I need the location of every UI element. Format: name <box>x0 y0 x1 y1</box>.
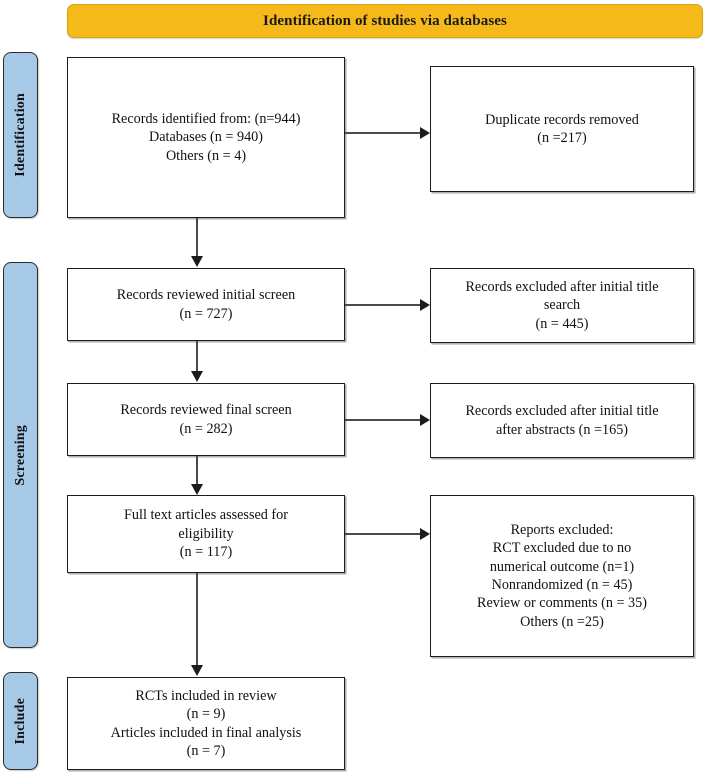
stage-label-screening-text: Screening <box>12 424 28 486</box>
connector-identified-to-duplicates <box>345 132 422 134</box>
connector-initial-screen-to-final-screen <box>196 341 198 373</box>
connector-fulltext-to-included <box>196 573 198 667</box>
arrow-down-icon-1 <box>190 256 203 267</box>
box-records-excluded-title-search: Records excluded after initial title sea… <box>430 268 694 343</box>
arrow-down-icon-4 <box>190 665 203 676</box>
box-full-text-articles-assessed-text: Full text articles assessed for eligibil… <box>124 507 288 561</box>
connector-initial-screen-to-excluded-title <box>345 304 422 306</box>
arrow-right-icon-2 <box>420 299 430 311</box>
diagram-title: Identification of studies via databases <box>263 12 507 29</box>
arrow-right-icon-1 <box>420 127 430 139</box>
box-duplicate-records-removed: Duplicate records removed (n =217) <box>430 66 694 192</box>
connector-fulltext-to-reports-excluded <box>345 533 422 535</box>
diagram-header-banner: Identification of studies via databases <box>67 4 703 38</box>
box-studies-included: RCTs included in review (n = 9) Articles… <box>67 677 345 770</box>
arrow-right-icon-4 <box>420 528 430 540</box>
stage-label-include-text: Include <box>12 697 28 745</box>
box-records-reviewed-final-screen-text: Records reviewed final screen (n = 282) <box>120 402 292 437</box>
box-reports-excluded-text: Reports excluded: RCT excluded due to no… <box>477 521 647 630</box>
box-studies-included-text: RCTs included in review (n = 9) Articles… <box>110 687 302 759</box>
box-records-excluded-after-abstracts-text: Records excluded after initial title aft… <box>465 403 659 438</box>
stage-label-screening: Screening <box>3 262 38 648</box>
box-records-identified: Records identified from: (n=944) Databas… <box>67 57 345 218</box>
box-full-text-articles-assessed: Full text articles assessed for eligibil… <box>67 495 345 573</box>
box-records-reviewed-final-screen: Records reviewed final screen (n = 282) <box>67 383 345 456</box>
arrow-down-icon-2 <box>190 371 203 382</box>
stage-label-identification: Identification <box>3 52 38 218</box>
arrow-down-icon-3 <box>190 484 203 495</box>
connector-identified-to-initial-screen <box>196 218 198 258</box>
box-records-identified-text: Records identified from: (n=944) Databas… <box>111 110 301 164</box>
stage-label-identification-text: Identification <box>12 93 28 177</box>
connector-final-screen-to-fulltext <box>196 456 198 485</box>
arrow-right-icon-3 <box>420 414 430 426</box>
box-records-reviewed-initial-screen: Records reviewed initial screen (n = 727… <box>67 268 345 341</box>
box-records-reviewed-initial-screen-text: Records reviewed initial screen (n = 727… <box>116 287 296 322</box>
box-duplicate-records-removed-text: Duplicate records removed (n =217) <box>485 111 639 146</box>
box-records-excluded-title-search-text: Records excluded after initial title sea… <box>465 278 659 332</box>
box-reports-excluded: Reports excluded: RCT excluded due to no… <box>430 495 694 657</box>
connector-final-screen-to-excluded-abstracts <box>345 419 422 421</box>
box-records-excluded-after-abstracts: Records excluded after initial title aft… <box>430 383 694 458</box>
stage-label-include: Include <box>3 672 38 770</box>
